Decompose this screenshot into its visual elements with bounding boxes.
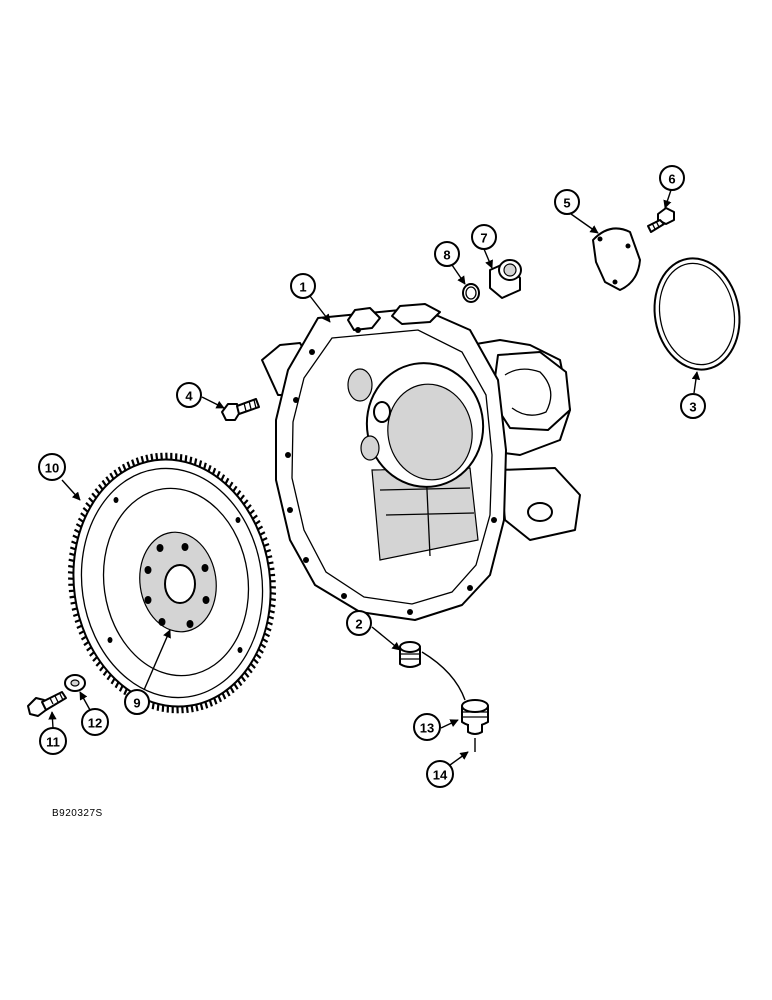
- callout-7: 7: [471, 224, 497, 250]
- housing-bolt-holes: [285, 327, 497, 615]
- housing-bolt: [221, 398, 260, 421]
- leader-lines: [48, 189, 701, 766]
- svg-text:9: 9: [133, 696, 140, 711]
- small-o-ring: [462, 283, 480, 303]
- sleeve: [489, 259, 522, 299]
- large-o-ring: [653, 257, 741, 371]
- cover-plate: [592, 227, 641, 291]
- callout-8: 8: [434, 241, 460, 267]
- callout-1: 1: [290, 273, 316, 299]
- callout-12: 12: [81, 708, 109, 736]
- svg-text:12: 12: [88, 716, 102, 731]
- svg-text:8: 8: [443, 248, 450, 263]
- callout-14: 14: [426, 760, 454, 788]
- cover-bolt: [647, 207, 675, 233]
- housing-plug: [399, 641, 421, 668]
- svg-text:2: 2: [355, 617, 362, 632]
- callout-4: 4: [176, 382, 202, 408]
- figure-code: B920327S: [52, 808, 103, 819]
- svg-text:3: 3: [689, 400, 696, 415]
- flywheel-bolt-holes: [107, 497, 243, 653]
- callout-13: 13: [413, 713, 441, 741]
- flywheel-bolt: [27, 691, 67, 717]
- callout-11: 11: [39, 727, 67, 755]
- flywheel-washer: [64, 674, 86, 692]
- callout-10: 10: [38, 453, 66, 481]
- callout-6: 6: [659, 165, 685, 191]
- callout-3: 3: [680, 393, 706, 419]
- svg-text:5: 5: [563, 196, 570, 211]
- callout-2: 2: [346, 610, 372, 636]
- svg-text:10: 10: [45, 461, 59, 476]
- svg-text:13: 13: [420, 721, 434, 736]
- svg-text:6: 6: [668, 172, 675, 187]
- svg-text:4: 4: [185, 389, 193, 404]
- svg-text:14: 14: [433, 768, 448, 783]
- svg-text:11: 11: [46, 735, 60, 750]
- flywheel-housing: [261, 303, 581, 621]
- callout-5: 5: [554, 189, 580, 215]
- svg-text:1: 1: [299, 280, 306, 295]
- svg-text:7: 7: [480, 231, 487, 246]
- drain-fitting: [461, 699, 489, 735]
- flywheel: [67, 452, 277, 714]
- callout-9: 9: [124, 689, 150, 715]
